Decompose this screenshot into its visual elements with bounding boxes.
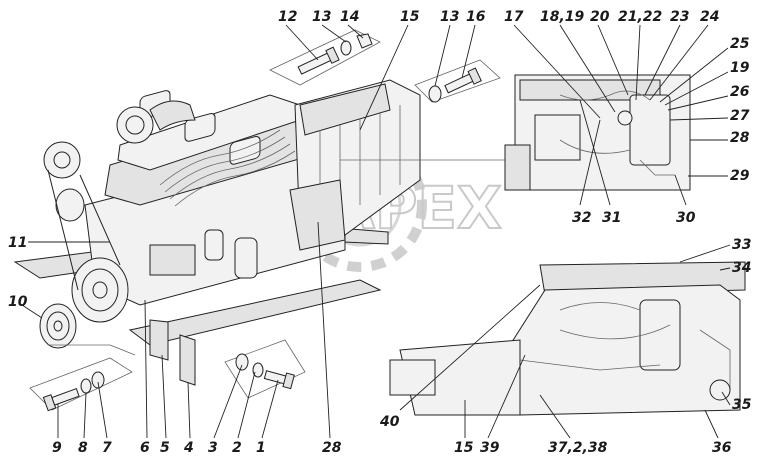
oil-filter — [234, 237, 258, 279]
callout-27: 27 — [730, 108, 750, 124]
callout-39: 39 — [480, 440, 500, 456]
callout-24: 24 — [700, 9, 719, 25]
turbo-outlet — [149, 100, 196, 131]
callout-37-2-38: 37,2,38 — [548, 440, 608, 456]
washer-8 — [80, 378, 92, 394]
side-view-mount-35 — [709, 379, 731, 401]
callout-12: 12 — [278, 9, 297, 25]
washer-3 — [235, 353, 249, 371]
callout-28-right: 28 — [730, 130, 750, 146]
bolt-9 — [42, 388, 80, 412]
callout-2: 2 — [232, 440, 242, 456]
fuel-filter — [204, 229, 224, 261]
rear-view-filter — [629, 94, 671, 166]
detail-view-side — [389, 261, 746, 416]
callout-10: 10 — [8, 294, 28, 310]
mount-bracket-4 — [179, 334, 196, 386]
side-housing — [149, 244, 196, 276]
callout-8: 8 — [78, 440, 88, 456]
callout-33: 33 — [732, 237, 751, 253]
callout-7: 7 — [102, 440, 112, 456]
engine-mount-rail-front — [128, 279, 382, 346]
callout-3: 3 — [208, 440, 218, 456]
leader-lines — [21, 24, 731, 439]
callout-17: 17 — [504, 9, 524, 25]
valve-cover-lobe-3 — [229, 135, 261, 165]
nut-14 — [356, 33, 373, 49]
callout-19-right: 19 — [730, 60, 750, 76]
callout-9: 9 — [52, 440, 62, 456]
detail-view-rear — [504, 74, 691, 191]
callout-26: 26 — [730, 84, 750, 100]
callout-labels: 1 2 3 4 5 6 7 8 9 10 11 12 13 14 15 13 1… — [8, 9, 752, 456]
idler-pulley — [55, 188, 85, 222]
callout-34: 34 — [732, 260, 751, 276]
washer-13a — [340, 40, 352, 56]
callout-30: 30 — [676, 210, 696, 226]
side-view-block — [509, 284, 741, 416]
rear-view-panel — [534, 114, 581, 161]
callout-20: 20 — [590, 9, 610, 25]
hardware-frame-1-3 — [224, 339, 306, 399]
callout-15-bottom: 15 — [454, 440, 474, 456]
hardware-frame-13-16 — [414, 59, 501, 103]
callout-4: 4 — [183, 440, 194, 456]
crankshaft-pulley — [71, 257, 129, 323]
callout-40: 40 — [379, 414, 400, 430]
rear-view-mount — [504, 144, 531, 191]
callout-28-bottom: 28 — [322, 440, 342, 456]
main-engine — [13, 79, 510, 386]
callout-25: 25 — [730, 36, 750, 52]
callout-13-top-right: 13 — [440, 9, 459, 25]
washer-7 — [91, 371, 105, 389]
callout-1: 1 — [256, 440, 266, 456]
side-view-filter — [639, 299, 681, 371]
callout-35: 35 — [732, 397, 752, 413]
callout-18-19: 18,19 — [540, 9, 585, 25]
callout-23: 23 — [670, 9, 689, 25]
turbocharger-housing — [116, 106, 154, 144]
washer-2 — [252, 362, 264, 378]
washer-13b — [428, 85, 442, 103]
callout-36: 36 — [712, 440, 732, 456]
callout-31: 31 — [602, 210, 621, 226]
side-view-attachment — [389, 359, 436, 396]
transmission-top-cover — [299, 83, 391, 136]
callout-29: 29 — [730, 168, 750, 184]
callout-14: 14 — [340, 9, 359, 25]
callout-11: 11 — [8, 235, 27, 251]
exploded-hardware — [29, 29, 501, 412]
mount-bracket-5 — [149, 319, 169, 361]
callout-15-top: 15 — [400, 9, 420, 25]
callout-21-22: 21,22 — [618, 9, 662, 25]
bolt-16 — [444, 67, 482, 94]
callout-13-top-left: 13 — [312, 9, 331, 25]
drive-belt — [47, 169, 121, 291]
rear-mount-bracket — [289, 179, 346, 251]
callout-32: 32 — [572, 210, 591, 226]
fuel-lines — [159, 129, 296, 207]
callout-6: 6 — [140, 440, 150, 456]
hardware-frame-12-14 — [269, 29, 381, 86]
rear-view-fitting — [617, 110, 633, 126]
callout-5: 5 — [160, 440, 170, 456]
hardware-frame-7-9 — [29, 357, 133, 411]
callout-16: 16 — [466, 9, 486, 25]
bolt-1 — [263, 370, 295, 390]
pulley-part-10 — [39, 303, 77, 349]
bolt-12 — [297, 46, 340, 75]
alternator — [43, 141, 81, 179]
